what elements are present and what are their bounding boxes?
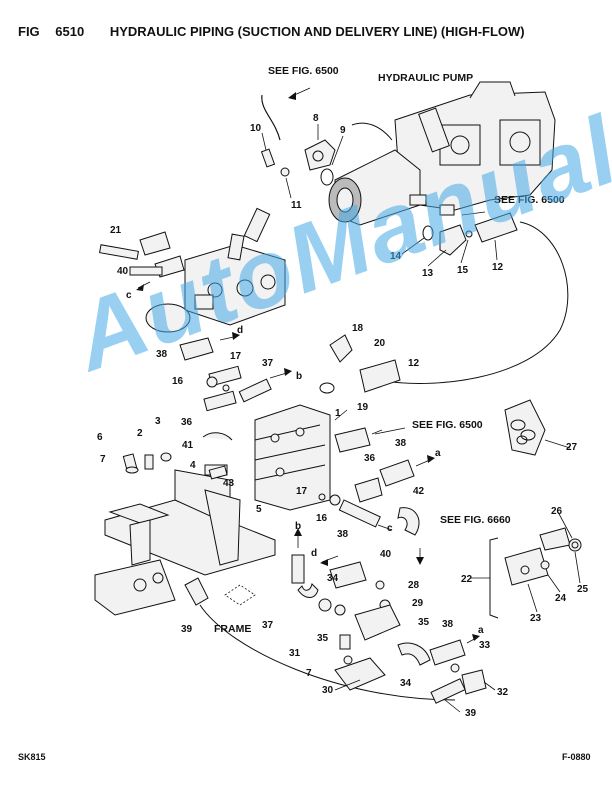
callout-label: 34 [400,678,412,689]
callout-label: 16 [172,376,184,387]
frame-bracket [94,452,276,616]
callout-label: 12 [492,262,504,273]
lower-manifold-assembly [291,528,487,704]
callout-label: a [435,448,441,459]
callout-label: 32 [497,687,509,698]
callout-label: 40 [380,549,392,560]
suction-hose-top [261,87,311,141]
callout-label: b [295,521,301,532]
note-frame: FRAME [214,623,251,635]
hydraulic-pump-drawing [328,81,556,226]
note-see-fig-6500-top: SEE FIG. 6500 [268,65,339,77]
valve-fittings [179,332,401,453]
callout-label: 27 [566,442,578,453]
callout-label: 9 [340,125,346,136]
callout-label: 38 [395,438,407,449]
callout-label: 31 [289,648,301,659]
callout-label: 26 [551,506,563,517]
callout-label: 19 [357,402,369,413]
pump-outlet-fittings [379,212,569,384]
left-accumulator-block [99,207,286,333]
callout-label: 40 [117,266,129,277]
callout-label: 11 [291,200,302,211]
flange-assembly [260,139,336,186]
note-see-fig-6660: SEE FIG. 6660 [440,514,511,526]
callout-label: c [387,523,393,534]
callout-label: 15 [457,265,469,276]
callout-label: 7 [306,668,312,679]
callout-label: a [478,625,484,636]
callout-label: 36 [364,453,376,464]
footer-sk-code: SK815 [18,752,46,762]
callout-label: 34 [327,573,339,584]
callout-label: 17 [230,351,242,362]
callout-label: 22 [461,574,473,585]
callout-label: 41 [182,440,194,451]
callout-label: 43 [223,478,235,489]
callout-label: 39 [181,624,193,635]
callout-label: 7 [100,454,106,465]
callout-label: 39 [465,708,477,719]
callout-label: 29 [412,598,424,609]
callout-label: 20 [374,338,386,349]
control-valve-stack [202,365,331,511]
callout-label: 10 [250,123,262,134]
callout-label: 35 [418,617,430,628]
footer-figure-code: F-0880 [562,752,591,762]
fig-label: FIG [18,24,40,39]
callout-label: 30 [322,685,334,696]
note-see-fig-6500-mid: SEE FIG. 6500 [412,419,483,431]
callout-label: 1 [335,408,341,419]
note-see-fig-6500-right: SEE FIG. 6500 [494,194,565,206]
note-hydraulic-pump: HYDRAULIC PUMP [378,72,473,84]
callout-label: 38 [442,619,454,630]
callout-label: 2 [137,428,143,439]
callout-label: 36 [181,417,193,428]
delivery-hose-39 [184,577,456,701]
callout-label: 14 [390,251,402,262]
callout-label: c [126,290,132,301]
callout-label: 3 [155,416,161,427]
callout-label: 38 [337,529,349,540]
figure-title-bar: FIG 6510 HYDRAULIC PIPING (SUCTION AND D… [18,24,608,39]
callout-label: 4 [190,460,196,471]
callout-label: d [237,325,243,336]
callout-label: 18 [352,323,364,334]
callout-label: 6 [97,432,103,443]
fig-number: 6510 [55,24,85,39]
callout-label: 5 [256,504,262,515]
callout-label: 35 [317,633,329,644]
lower-right-fittings [318,455,435,565]
callout-label: 37 [262,620,274,631]
callout-label: 42 [413,486,425,497]
callout-label: 37 [262,358,274,369]
callout-labels: 8 9 10 11 21 40 c 14 13 15 12 d 38 17 16… [97,113,589,719]
callout-label: b [296,371,302,382]
callout-label: 13 [422,268,434,279]
callout-label: 25 [577,584,589,595]
callout-label: 12 [408,358,420,369]
callout-label: 28 [408,580,420,591]
callout-label: 23 [530,613,542,624]
figure-title: HYDRAULIC PIPING (SUCTION AND DELIVERY L… [109,24,525,39]
seal-kit-27 [504,399,546,456]
callout-label: 24 [555,593,567,604]
callout-label: 8 [313,113,319,124]
callout-label: 21 [110,225,122,236]
callout-label: 33 [479,640,491,651]
callout-label: d [311,548,317,559]
callout-label: 38 [156,349,168,360]
callout-label: 16 [316,513,328,524]
right-small-block [489,527,582,619]
callout-label: 17 [296,486,308,497]
